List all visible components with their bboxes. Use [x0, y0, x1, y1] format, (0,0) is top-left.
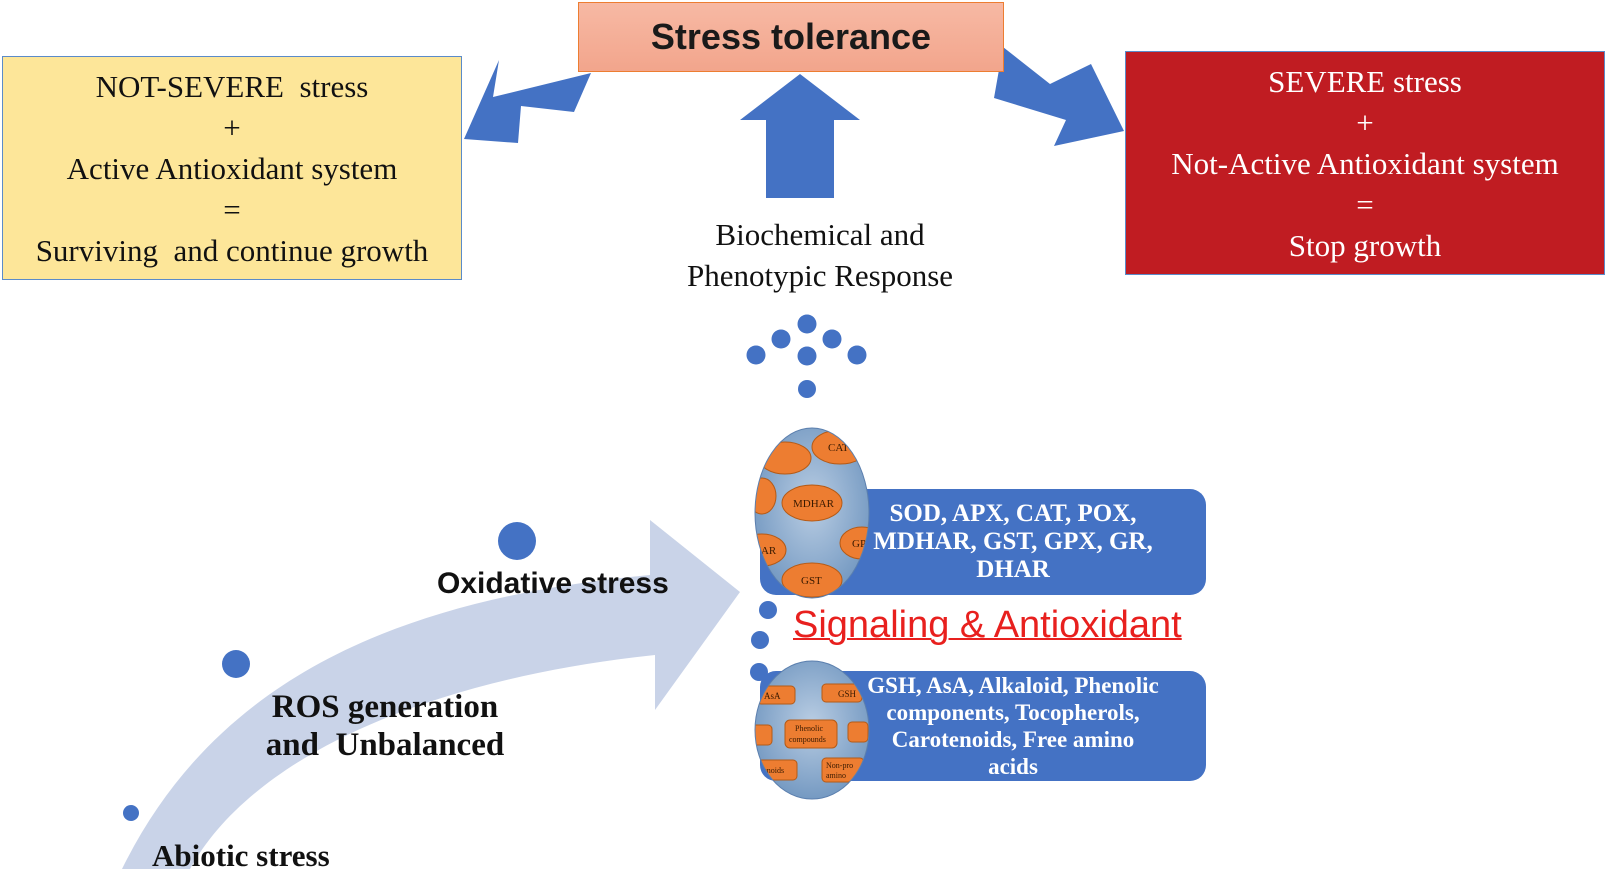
connector-dots [750, 601, 777, 681]
non-enzyme-cell-oval: AsA GSH Phenolic compounds otenoids Non-… [754, 660, 870, 800]
enzyme-cell-label-2: GPX [852, 538, 874, 550]
nonenzyme-cell-label-3: compounds [789, 735, 826, 744]
non-enzymes-line-2: components, Tocopherols, [886, 700, 1140, 725]
severe-line-1: SEVERE stress [1268, 63, 1462, 99]
nonenzyme-cell-label-2: Phenolic [795, 724, 823, 733]
severe-line-5: Stop growth [1288, 227, 1442, 263]
ros-line-2: and Unbalanced [265, 727, 505, 763]
enzyme-cell-label-0: CAT [828, 442, 849, 454]
right-arrow [994, 47, 1124, 146]
enzymes-line-3: DHAR [976, 556, 1050, 583]
nonenzyme-cell-label-1: GSH [838, 689, 857, 699]
response-line-2: Phenotypic Response [686, 258, 954, 293]
enzyme-cell-label-3: HAR [753, 545, 777, 557]
enzyme-cell-oval: CAT MDHAR GPX HAR GST [753, 427, 874, 599]
not-severe-line-3: Active Antioxidant system [66, 150, 398, 186]
non-enzymes-line-4: acids [988, 754, 1038, 779]
not-severe-line-2: + [223, 109, 241, 145]
nonenzyme-cell-label-0: AsA [764, 691, 781, 701]
enzymes-line-2: MDHAR, GST, GPX, GR, [873, 528, 1153, 555]
stage-dot-abiotic [123, 805, 139, 821]
nonenzyme-cell-label-4: otenoids [757, 766, 784, 775]
ros-generation-label: ROS generation and Unbalanced [230, 688, 540, 764]
non-enzymes-line-3: Carotenoids, Free amino [891, 727, 1135, 752]
biochemical-response-label: Biochemical and Phenotypic Response [640, 214, 1000, 296]
severe-line-3: Not-Active Antioxidant system [1171, 145, 1559, 181]
enzyme-cell-label-1: MDHAR [793, 498, 835, 510]
nonenzyme-cell-label-5: Non-pro [826, 761, 853, 770]
severe-stress-box: SEVERE stress + Not-Active Antioxidant s… [1125, 51, 1605, 275]
nonenzyme-cell-label-6: amino [826, 771, 846, 780]
stage-dot-oxidative [498, 522, 536, 560]
left-arrow [464, 60, 591, 143]
response-line-1: Biochemical and [715, 217, 925, 252]
signaling-antioxidant-label: Signaling & Antioxidant [793, 604, 1182, 646]
not-severe-line-4: = [223, 191, 241, 227]
up-arrow [740, 74, 860, 198]
enzyme-cell-label-4: GST [801, 575, 822, 587]
not-severe-line-5: Surviving and continue growth [35, 232, 429, 268]
stress-tolerance-box: Stress tolerance [578, 2, 1004, 72]
signal-dots [746, 314, 867, 398]
abiotic-stress-label: Abiotic stress [152, 838, 330, 873]
stage-dot-ros [222, 650, 250, 678]
severe-line-2: + [1356, 104, 1374, 140]
progression-swoosh-arrow [122, 520, 740, 869]
non-enzymes-line-1: GSH, AsA, Alkaloid, Phenolic [867, 673, 1159, 698]
ros-line-1: ROS generation [271, 689, 499, 725]
stress-tolerance-title: Stress tolerance [650, 16, 932, 57]
oxidative-stress-label: Oxidative stress [437, 567, 669, 600]
not-severe-line-1: NOT-SEVERE stress [95, 68, 369, 104]
severe-line-4: = [1356, 186, 1374, 222]
not-severe-stress-box: NOT-SEVERE stress + Active Antioxidant s… [2, 56, 462, 280]
enzymes-line-1: SOD, APX, CAT, POX, [889, 500, 1137, 527]
